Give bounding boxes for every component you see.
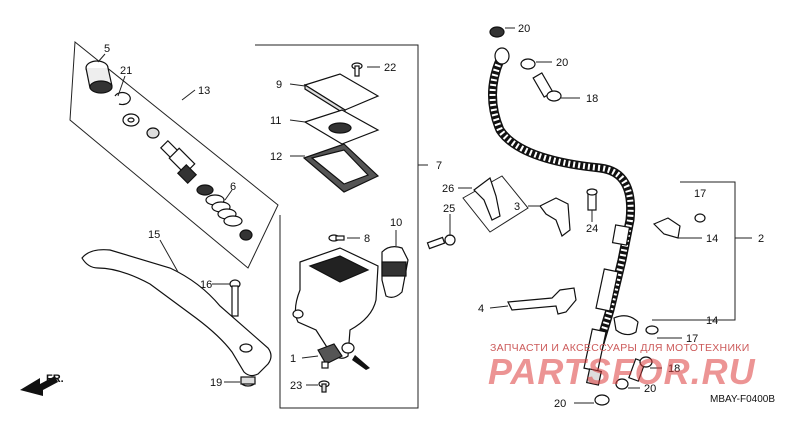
callout-8: 8: [364, 233, 370, 245]
callout-4: 4: [478, 303, 484, 315]
callout-25: 25: [443, 203, 455, 215]
sealing-washer-part: [520, 58, 536, 70]
callout-3: 3: [514, 201, 520, 213]
direction-arrow: [352, 355, 370, 370]
piston-part: [159, 139, 198, 185]
watermark-logo: PARTSFOR.RU: [488, 351, 756, 392]
diaphragm-part: [302, 143, 380, 193]
callout-14b: 14: [706, 315, 718, 327]
sealing-washer-part: [489, 26, 505, 38]
switch-screw-part: [328, 234, 345, 242]
callout-labels: 1 2 3 4 5 6 7 8 9 10 11 12 13 14 14 15 1…: [104, 23, 764, 410]
cylinder-holder-part: [381, 246, 409, 298]
callout-12: 12: [270, 151, 282, 163]
hose-clamp-bracket-part: [539, 197, 571, 237]
callout-16: 16: [200, 279, 212, 291]
callout-1: 1: [290, 353, 296, 365]
callout-11: 11: [270, 115, 281, 127]
callout-17b: 17: [686, 333, 698, 345]
callout-22: 22: [384, 62, 396, 74]
brake-switch-part: [317, 343, 343, 369]
diagram-code: MBAY-F0400B: [710, 394, 776, 405]
callout-26: 26: [442, 183, 454, 195]
callout-20c: 20: [644, 383, 656, 395]
pivot-bolt-part: [229, 279, 241, 317]
callout-9: 9: [276, 79, 282, 91]
reservoir-cap-part: [303, 73, 380, 116]
sealing-washer-part: [594, 394, 610, 406]
callout-19: 19: [210, 377, 222, 389]
callout-18a: 18: [586, 93, 598, 105]
hose-guide-part: [586, 188, 598, 211]
callout-14a: 14: [706, 233, 718, 245]
brake-lever-part: [81, 249, 272, 377]
brake-hose-group-frame: [680, 181, 736, 321]
callout-20a: 20: [518, 23, 530, 35]
diaphragm-plate-part: [303, 109, 380, 145]
hose-clip-part: [613, 315, 659, 336]
circlip-part: [114, 91, 131, 106]
callout-7: 7: [436, 160, 442, 172]
callout-20b: 20: [556, 57, 568, 69]
front-direction-arrow: FR.: [20, 373, 64, 396]
front-arrow-label: FR.: [46, 373, 64, 385]
callout-24: 24: [586, 223, 598, 235]
piston-boot-part: [85, 60, 113, 94]
switch-mount-screw-part: [318, 380, 330, 393]
callout-21: 21: [120, 65, 132, 77]
cap-screw-part: [351, 62, 363, 77]
leader-lines: [97, 27, 702, 404]
hose-joint-bracket-part: [507, 287, 577, 315]
callout-13: 13: [198, 85, 210, 97]
callout-18b: 18: [668, 363, 680, 375]
callout-20d: 20: [554, 398, 566, 410]
piston-spring-part: [196, 184, 253, 241]
master-cylinder-body-part: [292, 247, 379, 359]
pivot-nut-part: [240, 376, 256, 387]
sealing-washer-part: [615, 378, 629, 390]
banjo-bolt-part: [532, 72, 562, 102]
callout-2: 2: [758, 233, 764, 245]
callout-23: 23: [290, 380, 302, 392]
callout-17a: 17: [694, 188, 706, 200]
bracket-bolt-part: [426, 234, 456, 250]
hose-clip-part: [652, 213, 706, 239]
master-cylinder-group-frame: [255, 44, 419, 409]
banjo-bolt-part: [628, 356, 653, 382]
callout-6: 6: [230, 181, 236, 193]
callout-5: 5: [104, 43, 110, 55]
callout-10: 10: [390, 217, 402, 229]
hose-stay-part: [473, 177, 501, 221]
callout-15: 15: [148, 229, 160, 241]
watermark-caption: ЗАПЧАСТИ И АКСЕССУАРЫ ДЛЯ МОТОТЕХНИКИ: [490, 342, 750, 354]
piston-kit-group-frame: [69, 41, 279, 269]
